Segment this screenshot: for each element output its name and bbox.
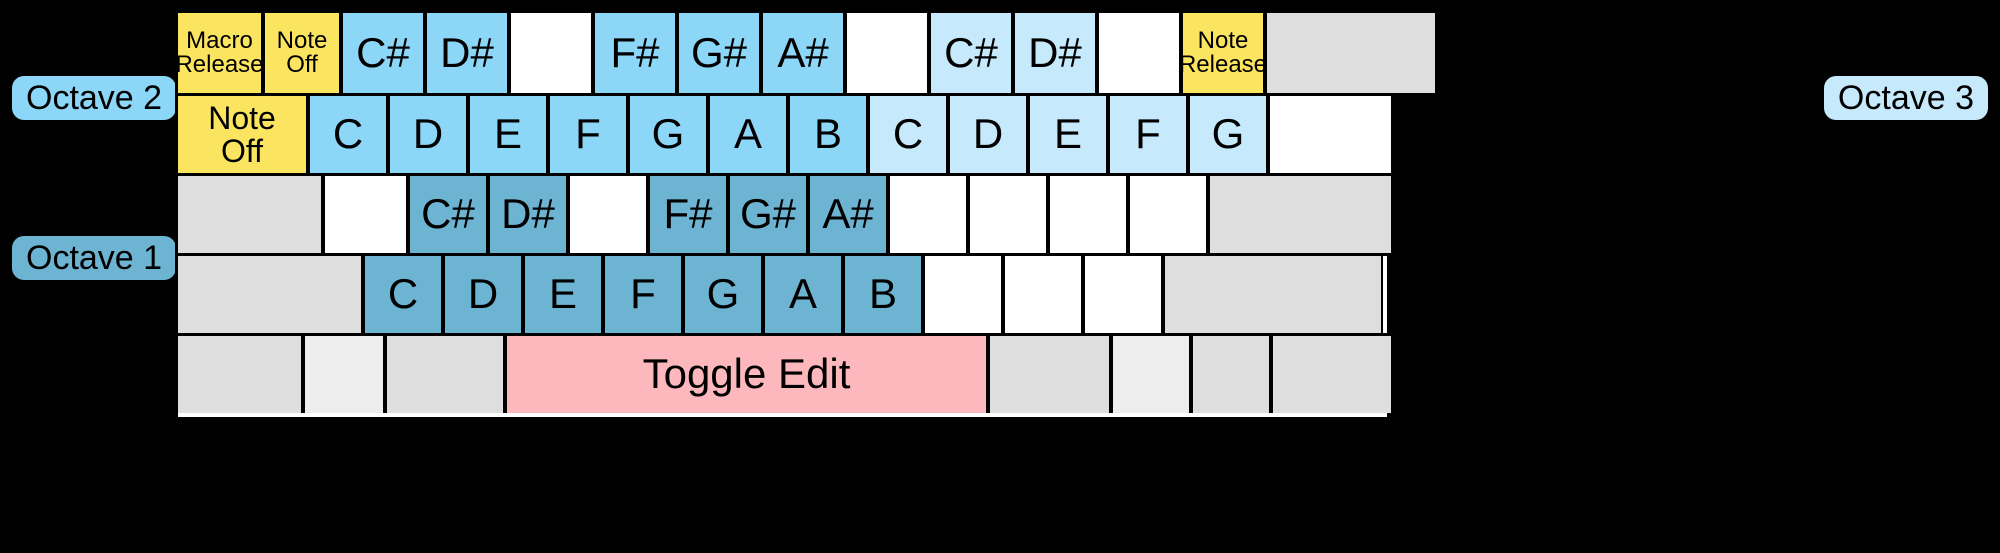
key-blank	[1003, 256, 1083, 333]
key-blank	[923, 256, 1003, 333]
key-g[interactable]: G	[1188, 96, 1268, 173]
key-blank	[1265, 13, 1437, 93]
key-dsharp[interactable]: D#	[1013, 13, 1097, 93]
key-asharp[interactable]: A#	[808, 176, 888, 253]
key-gsharp[interactable]: G#	[677, 13, 761, 93]
key-a[interactable]: A	[763, 256, 843, 333]
key-blank	[1111, 336, 1191, 413]
key-blank	[1271, 336, 1393, 413]
key-c[interactable]: C	[308, 96, 388, 173]
key-blank	[178, 336, 303, 413]
key-b[interactable]: B	[788, 96, 868, 173]
octave-2-label: Octave 2	[12, 76, 177, 120]
key-b[interactable]: B	[843, 256, 923, 333]
key-blank	[178, 256, 363, 333]
key-asharp[interactable]: A#	[761, 13, 845, 93]
key-d[interactable]: D	[443, 256, 523, 333]
keyboard-row-home-row: C#D# F#G#A#	[178, 173, 1393, 253]
key-blank	[1191, 336, 1271, 413]
key-dsharp[interactable]: D#	[425, 13, 509, 93]
key-blank	[385, 336, 505, 413]
key-g[interactable]: G	[683, 256, 763, 333]
key-f[interactable]: F	[1108, 96, 1188, 173]
keyboard-row-space-row: Toggle Edit	[178, 333, 1393, 413]
key-dsharp[interactable]: D#	[488, 176, 568, 253]
key-blank	[303, 336, 385, 413]
key-blank	[1208, 176, 1393, 253]
key-e[interactable]: E	[523, 256, 603, 333]
key-blank	[845, 13, 929, 93]
key-blank	[568, 176, 648, 253]
key-blank	[178, 176, 323, 253]
key-e[interactable]: E	[468, 96, 548, 173]
key-toggle-edit[interactable]: Toggle Edit	[505, 336, 988, 413]
key-csharp[interactable]: C#	[408, 176, 488, 253]
key-c[interactable]: C	[363, 256, 443, 333]
key-blank	[1048, 176, 1128, 253]
key-f[interactable]: F	[548, 96, 628, 173]
key-gsharp[interactable]: G#	[728, 176, 808, 253]
key-a[interactable]: A	[708, 96, 788, 173]
key-e[interactable]: E	[1028, 96, 1108, 173]
key-blank	[1163, 256, 1383, 333]
key-csharp[interactable]: C#	[929, 13, 1013, 93]
octave-3-label: Octave 3	[1823, 76, 1988, 120]
key-d[interactable]: D	[388, 96, 468, 173]
key-blank	[1097, 13, 1181, 93]
octave-1-label: Octave 1	[12, 236, 177, 280]
key-blank	[988, 336, 1111, 413]
key-csharp[interactable]: C#	[341, 13, 425, 93]
key-blank	[968, 176, 1048, 253]
key-blank	[1128, 176, 1208, 253]
key-fsharp[interactable]: F#	[648, 176, 728, 253]
key-fsharp[interactable]: F#	[593, 13, 677, 93]
key-blank	[888, 176, 968, 253]
key-blank	[323, 176, 408, 253]
key-f[interactable]: F	[603, 256, 683, 333]
key-c[interactable]: C	[868, 96, 948, 173]
key-blank	[509, 13, 593, 93]
key-d[interactable]: D	[948, 96, 1028, 173]
key-blank	[1083, 256, 1163, 333]
key-g[interactable]: G	[628, 96, 708, 173]
key-blank	[1268, 96, 1393, 173]
